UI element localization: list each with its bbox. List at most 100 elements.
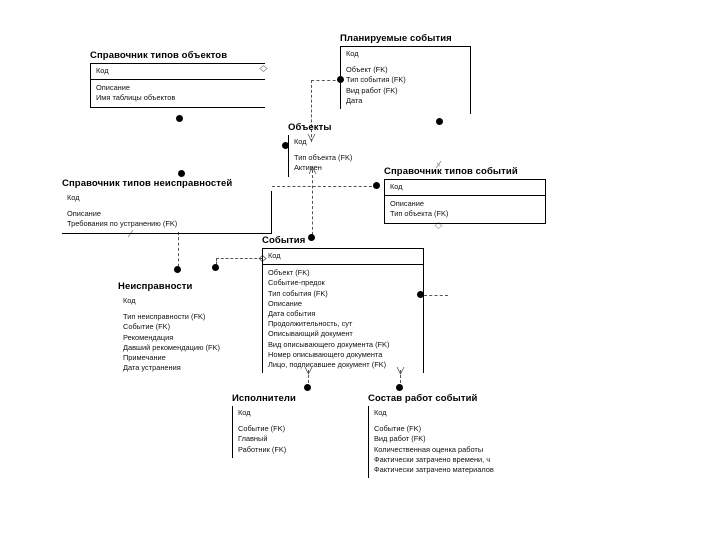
- entity-attribute: Объект (FK): [346, 65, 388, 75]
- entity-pk-attribute: Код: [294, 137, 307, 146]
- connector-endpoint-spr-tipov-sobytiy: [373, 182, 380, 189]
- connector-dot-obekty-left: [282, 142, 289, 149]
- entity-attribute: Фактически затрачено времени, ч: [374, 454, 491, 464]
- entity-pk-attribute: Код: [268, 251, 281, 260]
- entity-attribute: Примечание: [123, 353, 166, 363]
- connector-obekty-planiruemye-h: [311, 80, 341, 81]
- entity-attribute: Фактически затрачено материалов: [374, 465, 494, 475]
- connector-to-spr-tipov-sobytiy: [272, 186, 377, 187]
- connector-dot-spr-tipov-obektov: [176, 115, 183, 122]
- crowfoot-sostav-rabot: [396, 366, 405, 375]
- entity-title: Состав работ событий: [368, 393, 478, 404]
- entity-ispolniteli[interactable]: Исполнители Код Событие (FK) Главный Раб…: [232, 393, 342, 458]
- entity-pk-area: Код: [263, 249, 423, 266]
- entity-box: Код Объект (FK) Тип события (FK) Вид раб…: [340, 46, 470, 110]
- entity-box: Код Событие (FK) Вид работ (FK) Количест…: [368, 406, 543, 479]
- entity-attribute: Тип объекта (FK): [390, 209, 449, 219]
- entity-planiruemye-right-edge: [470, 46, 471, 114]
- entity-attribute: Требования по устранению (FK): [67, 219, 178, 229]
- entity-attribute: Событие-предок: [268, 278, 325, 288]
- entity-attr-area: Событие (FK) Вид работ (FK) Количественн…: [369, 421, 543, 478]
- entity-attribute: Описание: [67, 209, 102, 219]
- entity-title: Неисправности: [118, 281, 193, 292]
- entity-pk-area: Код: [289, 135, 388, 150]
- connector-neispravnosti-sobytiya-h: [216, 258, 262, 259]
- entity-pk-area: Код: [369, 406, 543, 421]
- connector-sobytiya-right: [424, 295, 448, 296]
- connector-endpoint-ispolniteli: [304, 384, 311, 391]
- diamond-spr-tipov-sobytiy-top: [434, 160, 443, 169]
- entity-attribute: Тип неисправности (FK): [123, 312, 206, 322]
- entity-attribute: Вид работ (FK): [346, 85, 398, 95]
- entity-attr-area: Описание Тип объекта (FK): [385, 196, 545, 222]
- entity-attribute: Вид работ (FK): [374, 434, 426, 444]
- entity-attribute: Событие (FK): [123, 322, 171, 332]
- entity-pk-attribute: Код: [96, 66, 109, 75]
- entity-attribute: Давший рекомендацию (FK): [123, 342, 220, 352]
- entity-attribute: Тип события (FK): [268, 288, 328, 298]
- entity-box: Код Объект (FK) Событие-предок Тип событ…: [262, 248, 424, 374]
- entity-attribute: Продолжительность, сут: [268, 319, 353, 329]
- entity-box: Код Событие (FK) Главный Работник (FK): [232, 406, 342, 458]
- entity-pk-attribute: Код: [67, 193, 80, 202]
- connector-sobytiya-sostav-rabot: [400, 370, 401, 388]
- entity-box: Код Описание Имя таблицы объектов: [90, 63, 265, 108]
- entity-attribute: Объект (FK): [268, 268, 310, 278]
- entity-attribute: Лицо, подписавшее документ (FK): [268, 360, 387, 370]
- entity-attribute: Номер описывающего документа: [268, 349, 383, 359]
- entity-spravochnik-tipov-neispravnostey[interactable]: Справочник типов неисправностей Код Опис…: [62, 178, 272, 234]
- diamond-spr-tipov-obektov: [259, 64, 268, 73]
- connector-obekty-sobytiya: [312, 170, 313, 240]
- entity-title: Справочник типов событий: [384, 166, 518, 177]
- entity-attribute: Вид описывающего документа (FK): [268, 339, 390, 349]
- entity-attribute: Событие (FK): [238, 424, 286, 434]
- crowfoot-obekty-bottom: [308, 166, 317, 175]
- entity-attribute: Описание: [96, 83, 131, 93]
- entity-attr-area: Описание Имя таблицы объектов: [91, 80, 265, 106]
- entity-pk-area: Код: [233, 406, 342, 421]
- entity-attribute: Описывающий документ: [268, 329, 353, 339]
- entity-attribute: Главный: [238, 434, 268, 444]
- entity-attr-area: Объект (FK) Тип события (FK) Вид работ (…: [341, 62, 470, 109]
- entity-pk-area: Код: [62, 191, 271, 206]
- entity-pk-attribute: Код: [390, 182, 403, 191]
- diamond-sobytiya-pk: [258, 254, 267, 263]
- entity-sobytiya[interactable]: События Код Объект (FK) Событие-предок Т…: [262, 235, 424, 374]
- entity-planiruemye-sobytiya[interactable]: Планируемые события Код Объект (FK) Тип …: [340, 33, 470, 110]
- entity-title: Исполнители: [232, 393, 296, 404]
- crowfoot-obekty-top: [307, 133, 316, 142]
- entity-box: Код Тип неисправности (FK) Событие (FK) …: [118, 294, 248, 376]
- connector-dot-spr-neispravnostey: [178, 170, 185, 177]
- entity-pk-attribute: Код: [346, 49, 359, 58]
- entity-attr-area: Тип неисправности (FK) Событие (FK) Реко…: [118, 309, 248, 376]
- connector-sobytiya-ispolniteli: [308, 370, 309, 388]
- entity-attribute: Дата события: [268, 309, 316, 319]
- entity-attribute: Тип события (FK): [346, 75, 406, 85]
- entity-sostav-rabot-sobytiy[interactable]: Состав работ событий Код Событие (FK) Ви…: [368, 393, 543, 479]
- entity-obekty[interactable]: Объекты Код Тип объекта (FK) Активен: [288, 122, 388, 177]
- entity-neispravnosti[interactable]: Неисправности Код Тип неисправности (FK)…: [118, 281, 248, 376]
- entity-attribute: Имя таблицы объектов: [96, 93, 176, 103]
- entity-title: Справочник типов неисправностей: [62, 178, 233, 189]
- connector-dot-sobytiya-right: [417, 291, 424, 298]
- entity-spravochnik-tipov-sobytiy[interactable]: Справочник типов событий Код Описание Ти…: [384, 166, 546, 224]
- entity-attribute: Дата: [346, 95, 363, 105]
- entity-box: Код Описание Тип объекта (FK): [384, 179, 546, 224]
- crowfoot-ispolniteli: [304, 366, 313, 375]
- entity-attribute: Количественная оценка работы: [374, 444, 484, 454]
- connector-endpoint-sostav-rabot: [396, 384, 403, 391]
- entity-spravochnik-tipov-obektov[interactable]: Справочник типов объектов Код Описание И…: [90, 50, 265, 108]
- connector-neispravnosti-sobytiya-v: [216, 258, 217, 268]
- entity-pk-attribute: Код: [123, 296, 136, 305]
- connector-dot-planiruemye-right: [436, 118, 443, 125]
- entity-box: Код Тип объекта (FK) Активен: [288, 135, 388, 177]
- entity-pk-area: Код: [118, 294, 248, 309]
- entity-attribute: Дата устранения: [123, 363, 181, 373]
- entity-attr-area: Описание Требования по устранению (FK): [62, 206, 271, 232]
- entity-title: Планируемые события: [340, 33, 452, 44]
- entity-attribute: Активен: [294, 163, 322, 173]
- entity-attribute: Событие (FK): [374, 424, 422, 434]
- entity-title: Объекты: [288, 122, 332, 133]
- entity-attribute: Описание: [268, 298, 303, 308]
